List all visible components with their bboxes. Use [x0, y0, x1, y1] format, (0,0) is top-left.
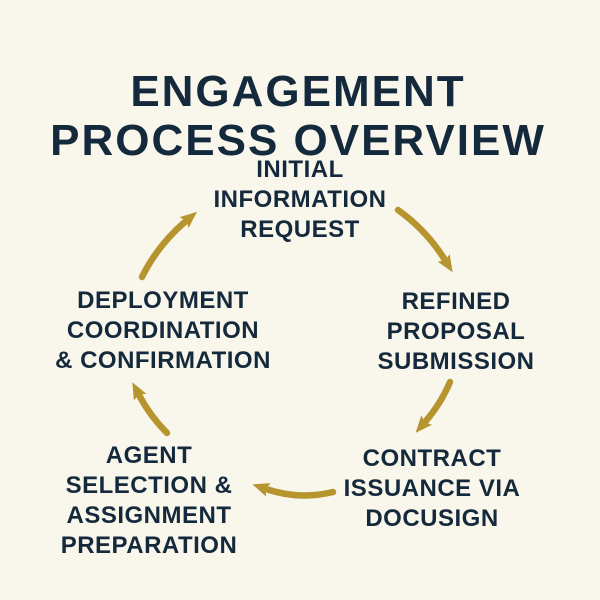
- arrow-initial-to-refined-icon: [394, 206, 453, 273]
- step-refined-proposal-submission: REFINED PROPOSAL SUBMISSION: [377, 288, 535, 375]
- step-contract-issuance-via-docusign: CONTRACT ISSUANCE VIA DOCUSIGN: [343, 445, 521, 532]
- step-initial-information-request: INITIAL INFORMATION REQUEST: [213, 156, 387, 243]
- arrow-refined-to-contract-icon: [415, 378, 454, 433]
- arrow-deployment-to-initial-icon: [138, 211, 197, 281]
- arrow-contract-to-agent-icon: [252, 483, 337, 499]
- step-agent-selection-assignment-preparation: AGENT SELECTION & ASSIGNMENT PREPARATION: [60, 442, 238, 559]
- step-deployment-coordination-confirmation: DEPLOYMENT COORDINATION & CONFIRMATION: [55, 287, 271, 374]
- arrow-agent-to-deployment-icon: [132, 382, 171, 437]
- page-title: ENGAGEMENT PROCESS OVERVIEW: [50, 67, 546, 166]
